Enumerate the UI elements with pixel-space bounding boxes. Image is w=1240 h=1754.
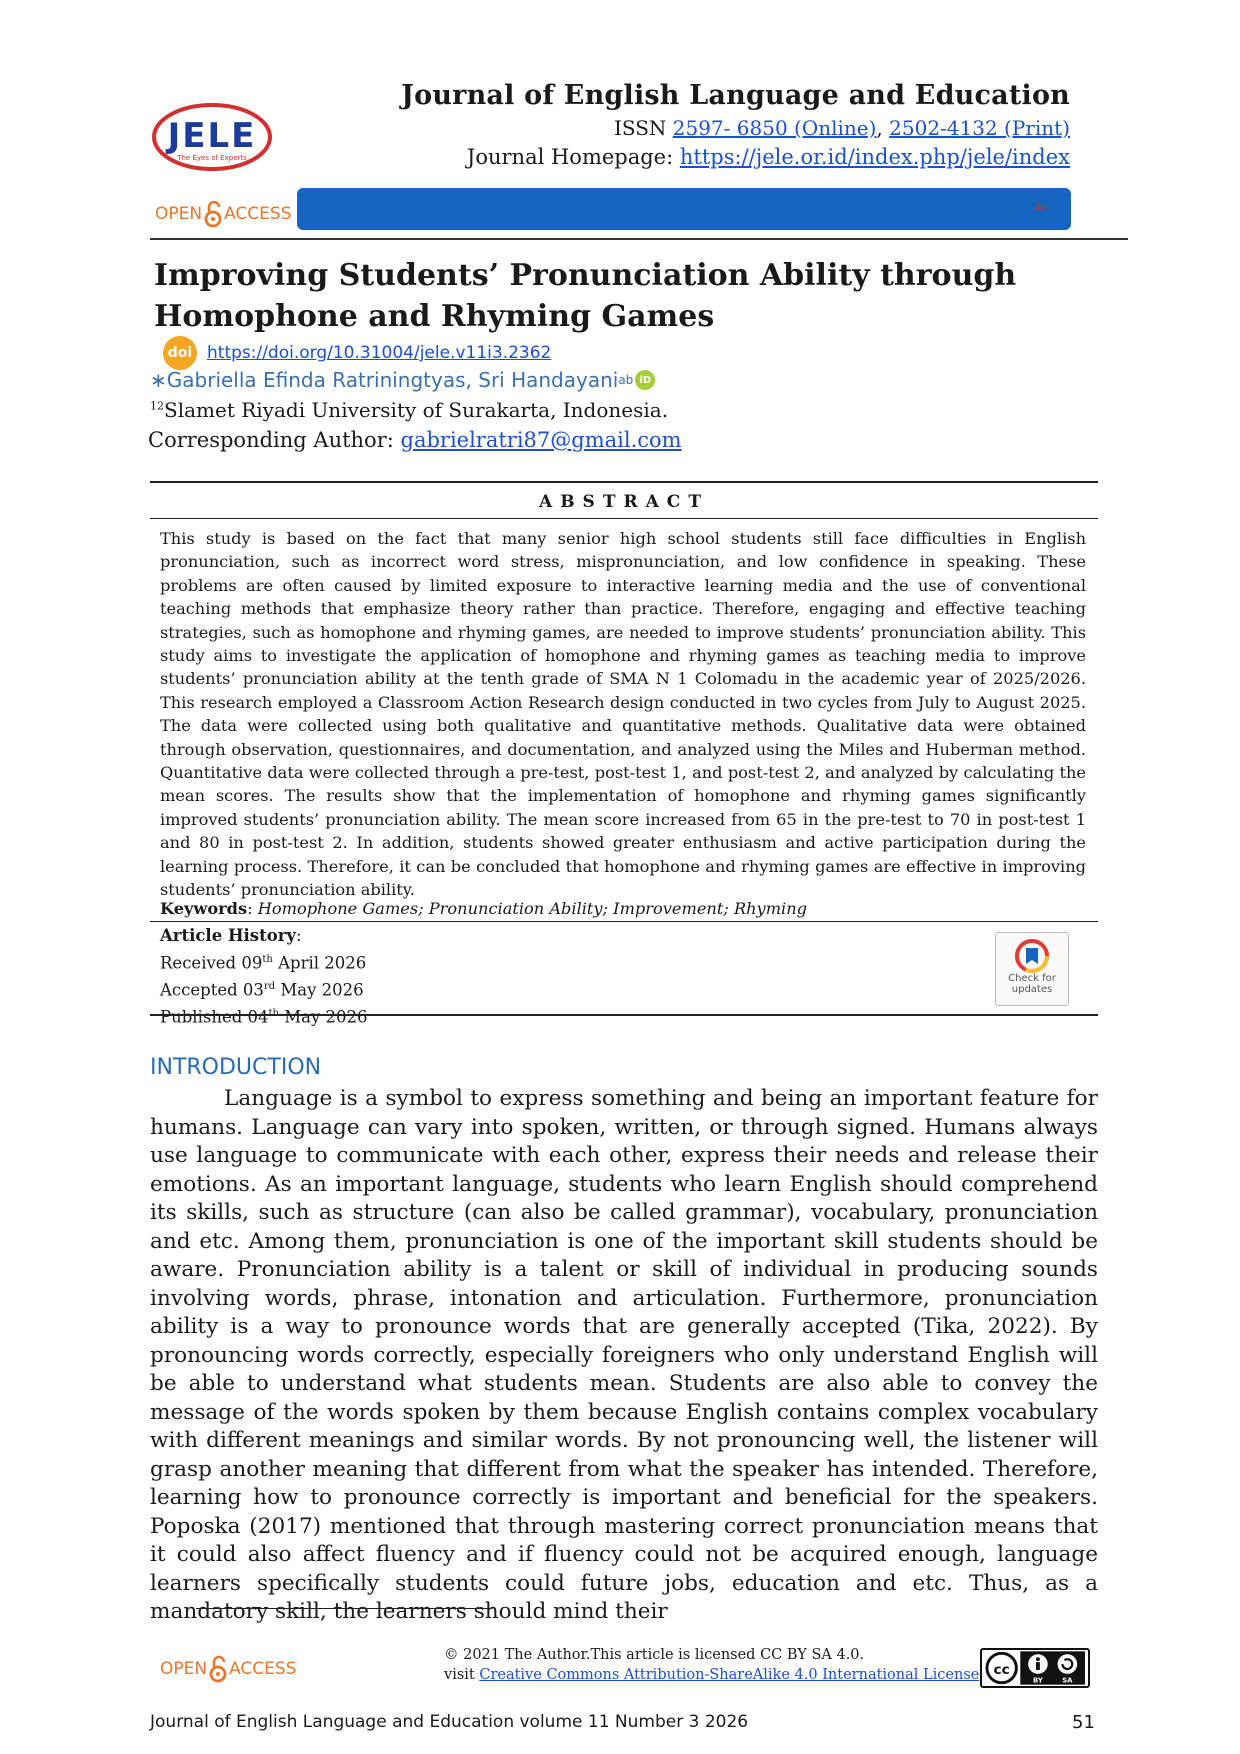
keywords-rule bbox=[150, 921, 1098, 922]
homepage-label: Journal Homepage: bbox=[466, 145, 680, 169]
issn-separator: , bbox=[876, 116, 890, 140]
bookmark-icon bbox=[1015, 939, 1049, 973]
license-visit-text: visit bbox=[444, 1667, 480, 1683]
author-names: Gabriella Efinda Ratriningtyas, Sri Hand… bbox=[166, 368, 619, 392]
issn-line: ISSN 2597- 6850 (Online), 2502-4132 (Pri… bbox=[614, 116, 1070, 140]
open-lock-icon bbox=[209, 1655, 227, 1683]
published-date: Published 04th May 2026 bbox=[160, 1002, 368, 1029]
abstract-heading: ABSTRACT bbox=[539, 492, 709, 512]
article-history: Article History: Received 09th April 202… bbox=[160, 924, 368, 1029]
license-line-2: visit Creative Commons Attribution-Share… bbox=[444, 1665, 984, 1685]
author-marker: ∗ bbox=[150, 368, 167, 392]
accepted-month: May 2026 bbox=[275, 980, 364, 999]
received-text: Received 09 bbox=[160, 953, 263, 972]
issn-label: ISSN bbox=[613, 116, 673, 140]
banner-text: Ar bbox=[1034, 201, 1047, 214]
open-access-logo-footer: OPEN ACCESS bbox=[160, 1655, 297, 1683]
creative-commons-icon: cc BY SA bbox=[985, 1651, 1085, 1685]
accepted-suffix: rd bbox=[263, 980, 276, 992]
jele-logo: JELE The Eyes of Experts bbox=[152, 103, 272, 171]
authors-line: ∗ Gabriella Efinda Ratriningtyas, Sri Ha… bbox=[150, 368, 656, 392]
affiliation-superscript: 12 bbox=[150, 399, 164, 413]
footnote-rule bbox=[196, 1608, 492, 1609]
abstract-heading-rule bbox=[150, 518, 1098, 519]
cc-by-sa-badge[interactable]: cc BY SA bbox=[980, 1648, 1090, 1688]
open-lock-icon bbox=[204, 200, 222, 228]
issn-online-link[interactable]: 2597- 6850 (Online) bbox=[672, 116, 877, 140]
keywords-text: Homophone Games; Pronunciation Ability; … bbox=[257, 899, 808, 918]
license-line-1: © 2021 The Author.This article is licens… bbox=[444, 1647, 865, 1663]
cc-by-label: BY bbox=[1033, 1677, 1044, 1685]
open-access-footer-right: ACCESS bbox=[229, 1659, 297, 1679]
corresponding-label: Corresponding Author: bbox=[148, 428, 401, 452]
published-month: May 2026 bbox=[278, 1007, 368, 1026]
history-label: Article History bbox=[160, 926, 296, 945]
orcid-icon[interactable]: iD bbox=[635, 370, 656, 390]
header-divider bbox=[150, 238, 1128, 240]
received-date: Received 09th April 2026 bbox=[160, 948, 368, 975]
check-for-updates-button[interactable]: Check for updates bbox=[995, 932, 1069, 1006]
license-link[interactable]: Creative Commons Attribution-ShareAlike … bbox=[479, 1667, 980, 1683]
svg-text:JELE: JELE bbox=[166, 116, 257, 156]
title-line-2: Homophone and Rhyming Games bbox=[154, 299, 715, 334]
received-month: April 2026 bbox=[272, 953, 367, 972]
affiliation: 12Slamet Riyadi University of Surakarta,… bbox=[150, 398, 668, 422]
paper-title: Improving Students’ Pronunciation Abilit… bbox=[154, 255, 1054, 337]
page-number: 51 bbox=[1072, 1712, 1095, 1733]
received-suffix: th bbox=[262, 953, 273, 965]
doi-icon: doi bbox=[163, 336, 197, 370]
svg-text:The Eyes of Experts: The Eyes of Experts bbox=[176, 154, 247, 162]
open-access-right-text: ACCESS bbox=[224, 204, 292, 224]
accepted-text: Accepted 03 bbox=[160, 980, 264, 999]
corresponding-author: Corresponding Author: gabrielratri87@gma… bbox=[148, 428, 682, 452]
affiliation-text: Slamet Riyadi University of Surakarta, I… bbox=[164, 398, 669, 422]
footer-journal-info: Journal of English Language and Educatio… bbox=[150, 1712, 749, 1732]
journal-homepage: Journal Homepage: https://jele.or.id/ind… bbox=[467, 145, 1070, 169]
issn-print-link[interactable]: 2502-4132 (Print) bbox=[889, 116, 1070, 140]
open-access-logo: OPEN ACCESS bbox=[155, 200, 292, 228]
svg-text:cc: cc bbox=[994, 1662, 1010, 1678]
abstract-top-rule bbox=[150, 481, 1098, 483]
published-text: Published 04 bbox=[160, 1007, 269, 1026]
journal-title: Journal of English Language and Educatio… bbox=[401, 80, 1070, 111]
title-line-1: Improving Students’ Pronunciation Abilit… bbox=[154, 258, 1017, 293]
homepage-link[interactable]: https://jele.or.id/index.php/jele/index bbox=[679, 145, 1070, 169]
check-updates-label: Check for updates bbox=[1008, 973, 1056, 995]
accepted-date: Accepted 03rd May 2026 bbox=[160, 975, 368, 1002]
abstract-text: This study is based on the fact that man… bbox=[160, 529, 1086, 900]
open-access-footer-left: OPEN bbox=[160, 1659, 208, 1679]
introduction-heading: INTRODUCTION bbox=[150, 1055, 322, 1080]
published-suffix: th bbox=[268, 1007, 279, 1019]
keywords-line: Keywords: Homophone Games; Pronunciation… bbox=[160, 899, 807, 918]
keywords-colon: : bbox=[247, 899, 258, 918]
license-notice: © 2021 The Author.This article is licens… bbox=[444, 1645, 984, 1685]
author-superscript: ab bbox=[618, 373, 634, 387]
header-banner-bar: Ar bbox=[297, 188, 1071, 230]
doi-row: doi https://doi.org/10.31004/jele.v11i3.… bbox=[163, 336, 551, 370]
history-colon: : bbox=[296, 926, 302, 945]
introduction-text: Language is a symbol to express somethin… bbox=[150, 1086, 1098, 1624]
doi-link[interactable]: https://doi.org/10.31004/jele.v11i3.2362 bbox=[207, 343, 552, 363]
keywords-label: Keywords bbox=[160, 899, 248, 918]
history-heading: Article History: bbox=[160, 924, 368, 948]
corresponding-email-link[interactable]: gabrielratri87@gmail.com bbox=[400, 428, 682, 452]
open-access-left-text: OPEN bbox=[155, 204, 203, 224]
cc-sa-label: SA bbox=[1062, 1677, 1073, 1685]
history-bottom-rule bbox=[150, 1014, 1098, 1016]
